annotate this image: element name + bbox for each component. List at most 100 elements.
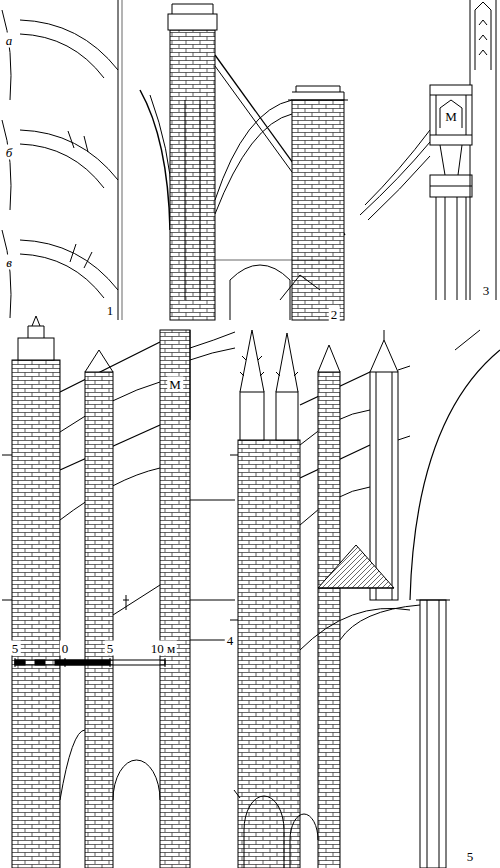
scale-bar-stroke [15,658,165,667]
buttress-elevation-5-stroke [455,330,480,350]
buttress-elevation-5-stroke [398,366,410,440]
flying-buttress-section-stroke [215,66,292,172]
buttress-elevation-4-stroke [85,372,113,868]
buttress-elevation-5-stroke [384,330,385,340]
figure-number: 1 [105,303,116,318]
flying-buttress-section [140,4,348,320]
scale-bar-stroke [15,660,165,665]
buttress-elevation-5-stroke [410,350,500,600]
arch-diagram-1-stroke [118,0,119,320]
scale-bar-stroke [65,660,110,665]
part-letter: в [4,255,14,270]
flying-buttress-section-stroke [288,92,348,100]
buttress-elevation-5-stroke [276,333,298,392]
buttress-elevation-5-stroke [240,392,264,440]
arch-diagram-1-stroke [2,230,11,318]
cornice-detail-stroke [440,100,462,128]
figure-number: 4 [225,633,236,648]
buttress-elevation-5-stroke [276,372,298,376]
cornice-detail [360,0,496,300]
buttress-elevation-4-stroke [60,730,160,800]
flying-buttress-section-stroke [280,275,320,300]
flying-buttress-section-stroke [230,265,290,320]
figure-number: 2 [329,307,340,322]
buttress-elevation-5-stroke [230,455,238,620]
figure-number: 5 [465,849,476,864]
buttress-elevation-5-stroke [300,608,410,650]
scale-number: 5 [10,641,21,656]
arch-diagram-1-stroke [122,0,123,320]
cornice-detail-stroke [479,20,487,55]
cornice-detail-stroke [368,156,430,220]
flying-buttress-section-stroke [215,114,292,214]
buttress-elevation-5-stroke [420,600,446,868]
arch-diagram-1-stroke [20,130,118,180]
buttress-elevation-4-stroke [18,338,54,360]
buttress-elevation-5-stroke [318,545,394,588]
arch-diagram-1-stroke [2,10,11,100]
flying-buttress-section-stroke [215,260,340,261]
buttress-elevation-5-stroke [290,814,318,868]
buttress-elevation-5-stroke [240,330,264,392]
flying-buttress-section-stroke [168,14,217,30]
part-letter: б [4,145,15,160]
buttress-elevation-5-stroke [238,440,300,868]
flying-buttress-section-stroke [172,4,213,14]
arch-diagram-1-stroke [70,244,92,268]
cornice-detail-stroke [430,95,472,135]
flying-buttress-section-stroke [150,95,172,200]
buttress-elevation-5-stroke [244,796,284,868]
buttress-elevation-5-stroke [340,605,420,640]
buttress-elevation-4-stroke [28,316,44,338]
buttress-elevation-5-stroke [240,356,264,376]
scale-bar-stroke [55,660,65,665]
buttress-elevation-5-stroke [318,372,340,868]
figure-number: 3 [481,283,492,298]
buttress-elevation-5-stroke [416,600,450,868]
buttress-elevation-5-stroke [318,345,340,372]
callout-letter: М [443,109,459,124]
buttress-elevation-5 [230,330,500,868]
buttress-elevation-4-stroke [160,330,190,868]
arch-diagram-1-stroke [68,131,88,152]
scale-bar-stroke [15,660,25,665]
buttress-elevation-4-stroke [190,330,235,500]
flying-buttress-section-stroke [296,86,340,92]
buttress-elevation-5-stroke [276,392,298,440]
buttress-elevation-4-stroke [85,350,113,372]
cornice-detail-stroke [360,142,430,215]
buttress-elevation-4-stroke [2,455,12,600]
buttress-elevation-4 [2,316,235,868]
arch-diagram-1-stroke [2,120,11,210]
buttress-elevation-5-stroke [370,340,398,600]
scale-number: 5 [105,641,116,656]
buttress-elevation-4-stroke [190,332,235,348]
buttress-elevation-4-stroke [12,360,60,868]
cornice-detail-stroke [475,2,491,70]
cornice-detail-stroke [430,186,472,300]
cornice-detail-stroke [440,145,462,175]
scale-bar [15,658,165,667]
scale-bar-stroke [35,660,45,665]
buttress-elevation-5-stroke [234,790,240,798]
arch-diagram-1-stroke [20,240,118,290]
flying-buttress-section-stroke [292,100,344,320]
scale-number: 0 [60,641,71,656]
flying-buttress-section-stroke [215,100,292,200]
callout-letter: М [167,377,183,392]
cornice-detail-stroke [470,0,496,300]
buttress-elevation-4-stroke [190,348,235,360]
arch-diagram-1-stroke [20,20,118,70]
part-letter: а [4,33,15,48]
arch-diagram-1 [2,0,122,320]
flying-buttress-section-stroke [170,30,215,320]
cornice-detail-stroke [430,85,472,145]
arch-diagram-1-stroke [20,144,104,188]
buttress-elevation-4-stroke [113,585,160,615]
flying-buttress-section-stroke [185,100,200,300]
arch-diagram-1-stroke [20,254,104,298]
buttress-elevation-4-stroke [123,595,129,610]
